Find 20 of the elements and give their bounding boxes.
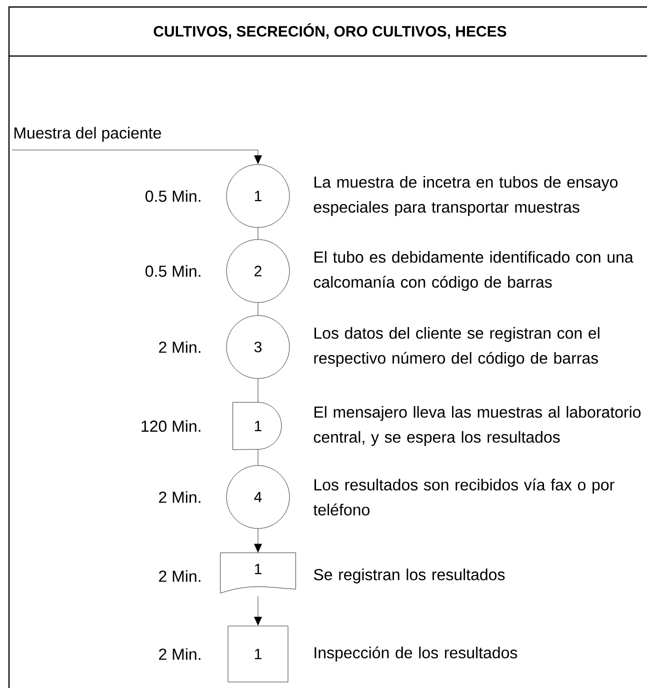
inspection-box: 1 bbox=[228, 626, 288, 682]
time-label: 2 Min. bbox=[159, 570, 200, 582]
arrow bbox=[12, 150, 262, 164]
time-label: 2 Min. bbox=[159, 341, 200, 353]
time-label: 0.5 Min. bbox=[146, 265, 200, 277]
step-description: Inspección de los resultados bbox=[314, 646, 518, 662]
time-label: 0.5 Min. bbox=[146, 190, 200, 202]
step-description: Los resultados son recibidos vía fax o por teléfono bbox=[313, 478, 614, 516]
step-description: El mensajero lleva las muestras al laboratorio central, y se espera los resultados bbox=[314, 406, 641, 446]
time-label: 120 Min. bbox=[142, 420, 200, 432]
arrow bbox=[254, 528, 262, 552]
step-description: Los datos del cliente se registran con el respectivo número del código de barras bbox=[314, 327, 600, 367]
start-label: Muestra del paciente bbox=[14, 126, 161, 142]
step-description: La muestra de incetra en tubos de ensayo especiales para transportar muestras bbox=[314, 176, 618, 216]
title: CULTIVOS, SECRECIÓN, ORO CULTIVOS, HECES bbox=[154, 23, 506, 39]
step-description: El tubo es debidamente identificado con una calcomanía con código de barras bbox=[314, 251, 634, 291]
arrow bbox=[254, 596, 262, 626]
time-label: 2 Min. bbox=[159, 491, 200, 503]
time-label: 2 Min. bbox=[159, 648, 200, 660]
step-description: Se registran los resultados bbox=[314, 568, 505, 584]
